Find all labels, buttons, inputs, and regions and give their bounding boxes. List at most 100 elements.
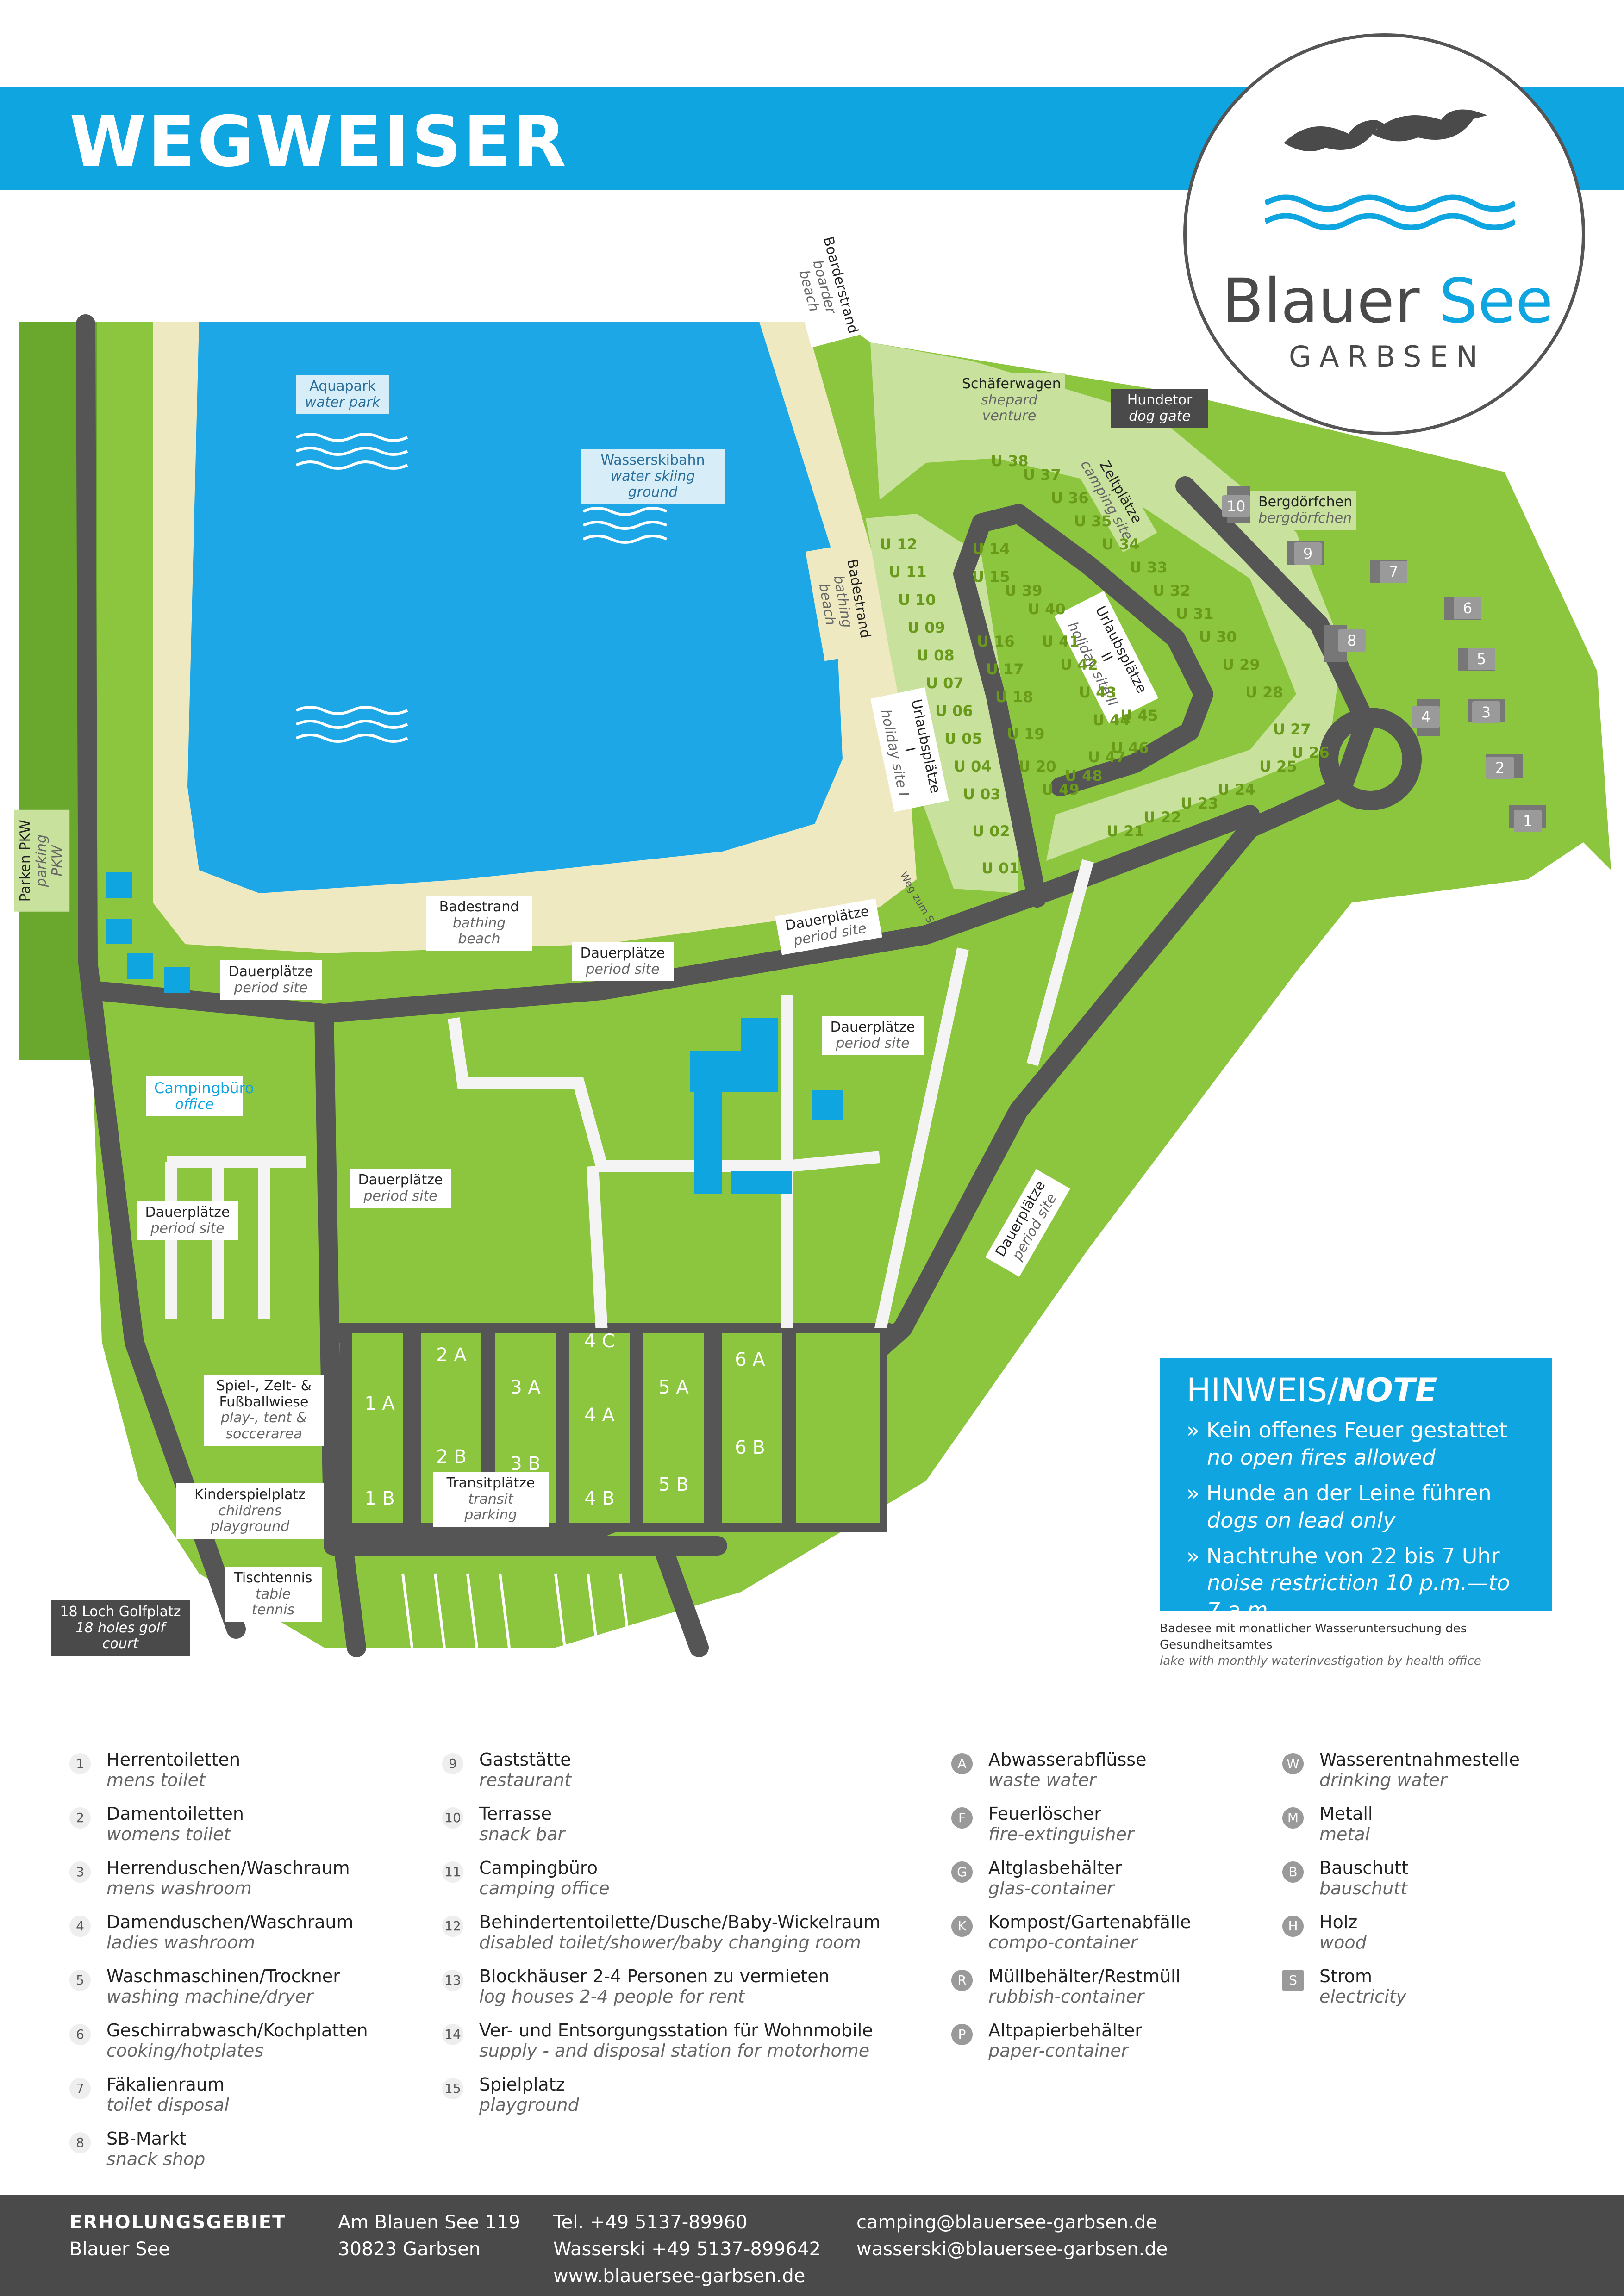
plot-u25[interactable]: U 25 (1259, 758, 1297, 775)
block-6b[interactable]: 6 B (735, 1437, 765, 1458)
plot-u06[interactable]: U 06 (935, 702, 973, 720)
plot-u42[interactable]: U 42 (1060, 656, 1098, 673)
plot-u08[interactable]: U 08 (917, 647, 955, 664)
plot-u19[interactable]: U 19 (1007, 725, 1045, 743)
cabin-5[interactable]: 5 (1468, 648, 1495, 670)
plot-u47[interactable]: U 47 (1088, 748, 1126, 766)
block-4c[interactable]: 4 C (584, 1331, 615, 1352)
plot-u28[interactable]: U 28 (1245, 684, 1283, 701)
plot-u01[interactable]: U 01 (981, 859, 1019, 877)
email-camping-link[interactable]: camping@blauersee-garbsen.de (856, 2212, 1157, 2233)
plot-u04[interactable]: U 04 (954, 758, 992, 775)
plot-u46[interactable]: U 46 (1111, 739, 1149, 757)
cabin-8[interactable]: 8 (1338, 629, 1366, 652)
plot-u45[interactable]: U 45 (1120, 707, 1158, 724)
plot-u38[interactable]: U 38 (991, 452, 1029, 470)
block-3b[interactable]: 3 B (510, 1453, 541, 1475)
legend-badge: 14 (442, 2024, 463, 2045)
plot-u17[interactable]: U 17 (986, 660, 1024, 678)
campsite-map[interactable] (0, 0, 1624, 1666)
plot-u09[interactable]: U 09 (907, 619, 945, 636)
plot-u23[interactable]: U 23 (1181, 795, 1218, 812)
plot-u26[interactable]: U 26 (1292, 744, 1330, 761)
plot-u44[interactable]: U 44 (1093, 711, 1131, 729)
plot-u07[interactable]: U 07 (926, 674, 964, 692)
plot-u41[interactable]: U 41 (1042, 633, 1080, 650)
plot-u48[interactable]: U 48 (1065, 767, 1103, 784)
block-5a[interactable]: 5 A (658, 1377, 689, 1398)
cabin-7[interactable]: 7 (1380, 561, 1407, 583)
plot-u24[interactable]: U 24 (1218, 781, 1255, 798)
block-1a[interactable]: 1 A (364, 1393, 395, 1414)
plot-u10[interactable]: U 10 (898, 591, 936, 609)
plot-u33[interactable]: U 33 (1130, 559, 1168, 576)
plot-u40[interactable]: U 40 (1028, 600, 1066, 618)
block-4a[interactable]: 4 A (584, 1405, 615, 1426)
plot-u16[interactable]: U 16 (977, 633, 1015, 650)
plot-u12[interactable]: U 12 (880, 535, 918, 553)
block-4b[interactable]: 4 B (584, 1488, 615, 1509)
cabin-9[interactable]: 9 (1294, 542, 1322, 565)
cabin-10[interactable]: 10 (1222, 495, 1250, 517)
cabin-1[interactable]: 1 (1514, 810, 1542, 832)
plot-u02[interactable]: U 02 (972, 822, 1010, 840)
plot-u36[interactable]: U 36 (1051, 489, 1089, 507)
cabin-3[interactable]: 3 (1472, 701, 1500, 723)
cabin-6[interactable]: 6 (1454, 597, 1481, 619)
plot-u39[interactable]: U 39 (1005, 582, 1043, 599)
plot-u31[interactable]: U 31 (1176, 605, 1214, 622)
plot-u21[interactable]: U 21 (1106, 822, 1144, 840)
plot-u43[interactable]: U 43 (1079, 684, 1117, 701)
plot-u18[interactable]: U 18 (995, 688, 1033, 706)
plot-u11[interactable]: U 11 (889, 563, 927, 581)
plot-u30[interactable]: U 30 (1199, 628, 1237, 646)
block-1b[interactable]: 1 B (364, 1488, 395, 1509)
block-3a[interactable]: 3 A (510, 1377, 541, 1398)
plot-u49[interactable]: U 49 (1042, 781, 1080, 798)
block-5b[interactable]: 5 B (658, 1474, 689, 1495)
block-6a[interactable]: 6 A (735, 1349, 765, 1370)
plot-u29[interactable]: U 29 (1222, 656, 1260, 673)
plot-u05[interactable]: U 05 (944, 730, 982, 747)
plot-u15[interactable]: U 15 (972, 568, 1010, 585)
website-link[interactable]: www.blauersee-garbsen.de (553, 2265, 806, 2287)
plot-u37[interactable]: U 37 (1023, 466, 1061, 484)
plot-u14[interactable]: U 14 (972, 540, 1010, 558)
plot-u22[interactable]: U 22 (1143, 809, 1181, 826)
plot-u35[interactable]: U 35 (1074, 512, 1112, 530)
plot-u34[interactable]: U 34 (1102, 535, 1140, 553)
plot-u32[interactable]: U 32 (1153, 582, 1191, 599)
legend-badge: 1 (69, 1753, 91, 1774)
block-2a[interactable]: 2 A (436, 1344, 467, 1366)
block-2b[interactable]: 2 B (436, 1446, 467, 1468)
cabin-2[interactable]: 2 (1486, 757, 1514, 779)
plot-u03[interactable]: U 03 (963, 785, 1001, 803)
plot-u27[interactable]: U 27 (1273, 721, 1311, 738)
plot-u20[interactable]: U 20 (1018, 758, 1056, 775)
email-wasserski-link[interactable]: wasserski@blauersee-garbsen.de (856, 2239, 1168, 2260)
cabin-4[interactable]: 4 (1412, 706, 1440, 728)
